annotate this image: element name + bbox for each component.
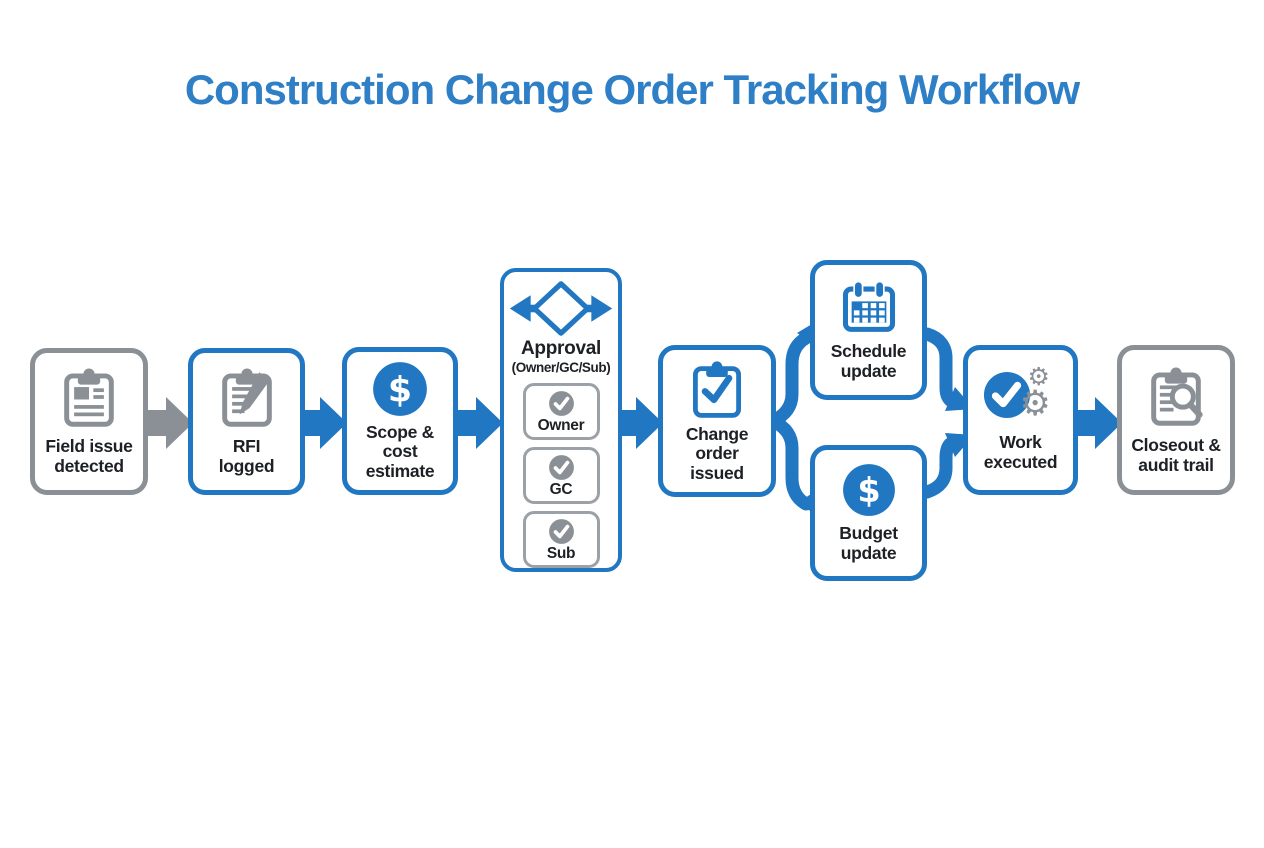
check-circle-icon bbox=[548, 390, 574, 416]
approval-subtitle: (Owner/GC/Sub) bbox=[511, 360, 611, 375]
arrow-budget-to-work bbox=[920, 437, 957, 499]
node-approval-panel: Approval (Owner/GC/Sub) Owner GC bbox=[500, 268, 622, 572]
approval-option-label: Sub bbox=[546, 544, 576, 562]
approval-option-sub: Sub bbox=[522, 511, 600, 568]
node-label: RFI logged bbox=[218, 436, 275, 476]
clipboard-pencil-icon bbox=[221, 368, 272, 428]
approval-option-label: Owner bbox=[537, 416, 585, 434]
arrow-field-to-rfi bbox=[146, 397, 193, 449]
svg-text:$: $ bbox=[857, 471, 880, 510]
node-budget-update: $ Budget update bbox=[810, 445, 927, 581]
calendar-icon bbox=[842, 281, 895, 332]
node-rfi-logged: RFI logged bbox=[188, 348, 305, 495]
node-label: Field issue detected bbox=[45, 436, 133, 476]
arrow-schedule-to-work bbox=[920, 327, 957, 407]
clipboard-check-icon bbox=[693, 361, 741, 418]
gear-icon: ⚙ bbox=[1019, 383, 1051, 424]
node-label: Work executed bbox=[983, 431, 1058, 472]
approval-title: Approval bbox=[521, 338, 601, 359]
arrow-approval-to-change-order bbox=[620, 397, 663, 449]
node-schedule-update: Schedule update bbox=[810, 260, 927, 400]
dollar-circle-icon: $ bbox=[373, 361, 427, 416]
node-closeout: Closeout & audit trail bbox=[1117, 345, 1235, 495]
arrow-rfi-to-scope bbox=[302, 397, 347, 449]
node-work-executed: ⚙ ⚙ Work executed bbox=[963, 345, 1078, 495]
approval-options: Owner GC Sub bbox=[522, 383, 600, 568]
node-scope-cost: $ Scope & cost estimate bbox=[342, 347, 458, 495]
arrow-branch-brace bbox=[757, 331, 813, 511]
arrow-scope-to-approval bbox=[455, 397, 503, 449]
gear-icon: ⚙ bbox=[1027, 361, 1050, 391]
arrow-work-to-closeout bbox=[1076, 397, 1122, 449]
node-label: Schedule update bbox=[830, 340, 907, 381]
check-circle-icon bbox=[548, 454, 574, 480]
check-circle-icon bbox=[983, 371, 1030, 418]
decision-diamond-icon bbox=[509, 281, 613, 336]
node-label: Change order issued bbox=[685, 423, 749, 483]
node-field-issue: Field issue detected bbox=[30, 348, 148, 495]
approval-option-label: GC bbox=[549, 480, 573, 498]
check-circle-gears-icon: ⚙ ⚙ bbox=[983, 364, 1059, 428]
node-label: Scope & cost estimate bbox=[365, 421, 435, 481]
dollar-circle-icon: $ bbox=[842, 463, 895, 516]
clipboard-document-icon bbox=[64, 368, 114, 428]
approval-option-gc: GC bbox=[522, 447, 600, 504]
node-label: Budget update bbox=[839, 522, 898, 563]
clipboard-search-icon bbox=[1151, 367, 1203, 426]
svg-text:$: $ bbox=[388, 370, 412, 410]
approval-option-owner: Owner bbox=[522, 383, 600, 440]
node-label: Closeout & audit trail bbox=[1131, 434, 1221, 475]
check-circle-icon bbox=[548, 518, 574, 544]
workflow-title: Construction Change Order Tracking Workf… bbox=[184, 66, 1080, 113]
node-change-order: Change order issued bbox=[658, 345, 776, 497]
